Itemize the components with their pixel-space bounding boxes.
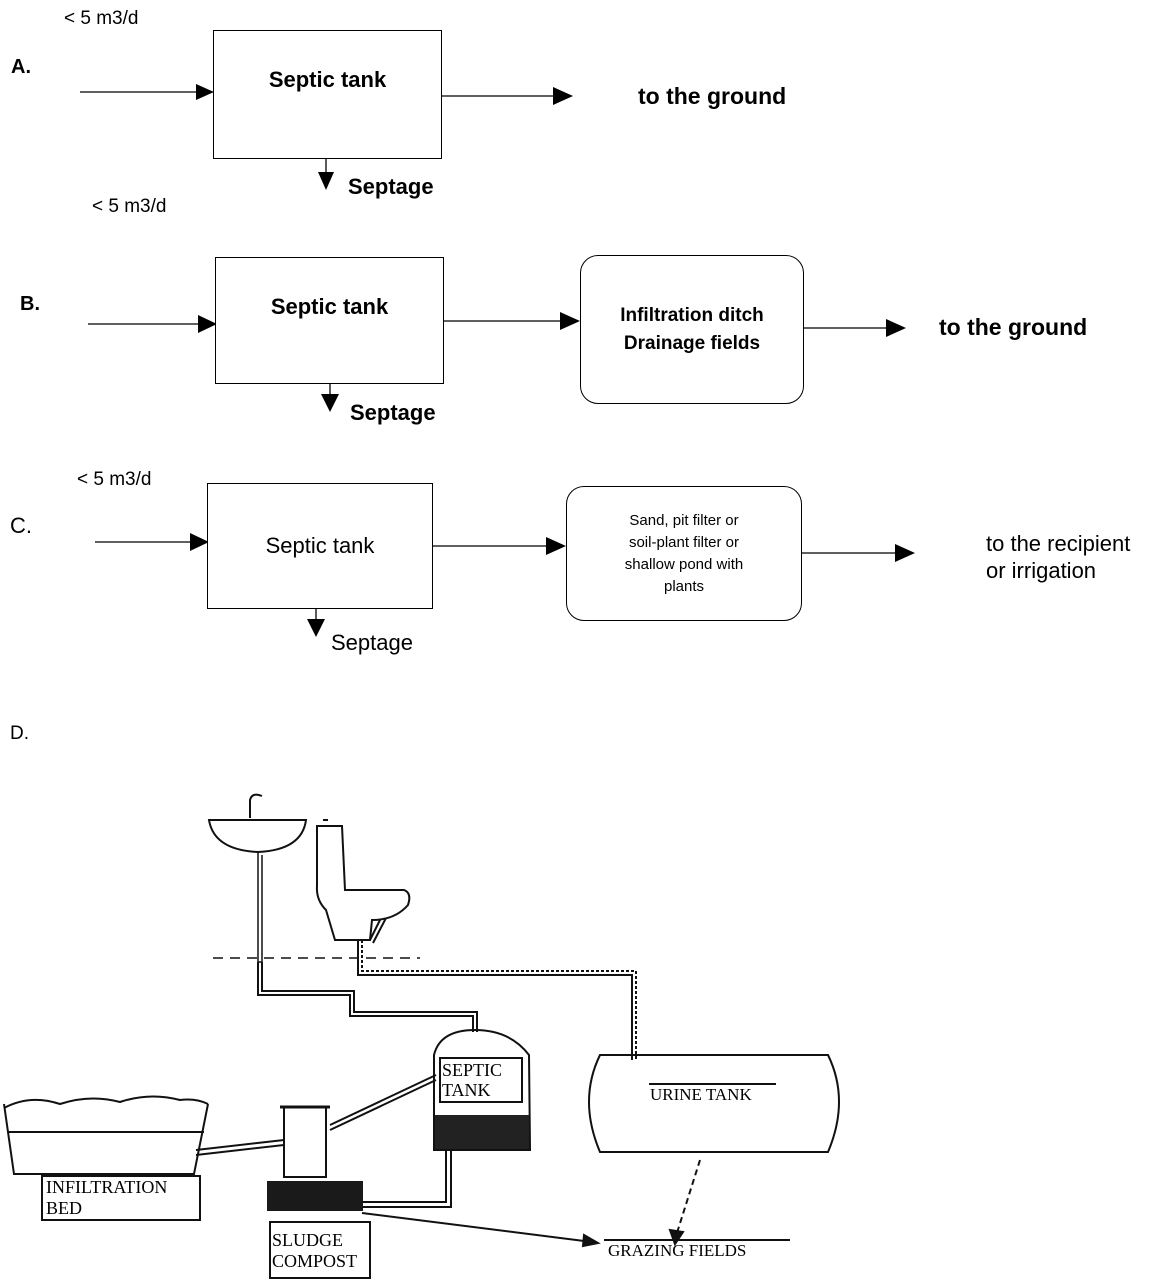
septic-tank-label-a: Septic tank — [268, 67, 387, 92]
output-line1-c: to the recipient — [986, 531, 1131, 556]
urine-tank-label: URINE TANK — [650, 1085, 752, 1104]
septic-tank-label-b: Septic tank — [270, 294, 389, 319]
output-label-c: to the recipient or irrigation — [986, 530, 1130, 584]
sand-filter-box: Sand, pit filter or soil-plant filter or… — [566, 486, 802, 621]
infiltration-ditch-box: Infiltration ditch Drainage fields — [580, 255, 804, 404]
infiltration-bed-label: INFILTRATION BED — [46, 1177, 167, 1219]
infiltration-bed-shape — [3, 1103, 209, 1175]
treatment-line1-b: Infiltration ditch — [620, 304, 764, 326]
sink-icon — [207, 819, 308, 854]
treatment-line1-c: Sand, pit filter or — [629, 511, 739, 529]
section-label-d: D. — [10, 723, 29, 744]
toilet-icon — [315, 825, 411, 941]
output-line2-c: or irrigation — [986, 558, 1097, 583]
output-label-b: to the ground — [939, 314, 1088, 340]
b-septage-arrow — [321, 394, 339, 412]
sludge-compost-shape — [267, 1181, 363, 1211]
sludge-compost-label: SLUDGE COMPOST — [272, 1230, 357, 1272]
flow-rate-label-b: < 5 m3/d — [92, 196, 167, 217]
septage-label-a: Septage — [348, 174, 434, 199]
c-septage-arrow — [307, 619, 325, 637]
section-label-c: C. — [10, 513, 32, 538]
treatment-line3-c: shallow pond with — [624, 555, 744, 573]
grazing-fields-label: GRAZING FIELDS — [608, 1241, 747, 1260]
treatment-line2-b: Drainage fields — [623, 332, 761, 354]
section-label-a: A. — [11, 56, 31, 78]
sludge-line1: SLUDGE — [272, 1230, 343, 1250]
septic-tank-label-c: Septic tank — [265, 533, 375, 558]
flow-rate-label-c: < 5 m3/d — [77, 469, 152, 490]
treatment-line4-c: plants — [663, 577, 705, 595]
infiltration-line2: BED — [46, 1198, 82, 1218]
section-label-b: B. — [20, 293, 40, 315]
septic-tank-label-d: SEPTIC TANK — [442, 1060, 502, 1100]
septage-label-c: Septage — [331, 630, 413, 655]
septic-tank-line1: SEPTIC — [442, 1060, 503, 1080]
a-septage-arrow — [318, 172, 334, 190]
output-label-a: to the ground — [638, 83, 787, 109]
sludge-line2: COMPOST — [272, 1251, 358, 1271]
infiltration-line1: INFILTRATION — [46, 1177, 168, 1197]
septic-tank-box-c: Septic tank — [207, 483, 433, 609]
treatment-line2-c: soil-plant filter or — [628, 533, 740, 551]
septic-tank-box-b: Septic tank — [215, 257, 444, 384]
flow-rate-label-a: < 5 m3/d — [64, 8, 139, 29]
septage-label-b: Septage — [350, 400, 436, 425]
flow-arrows — [80, 84, 915, 637]
septic-tank-box-a: Septic tank — [213, 30, 442, 159]
septic-tank-line2: TANK — [442, 1080, 491, 1100]
